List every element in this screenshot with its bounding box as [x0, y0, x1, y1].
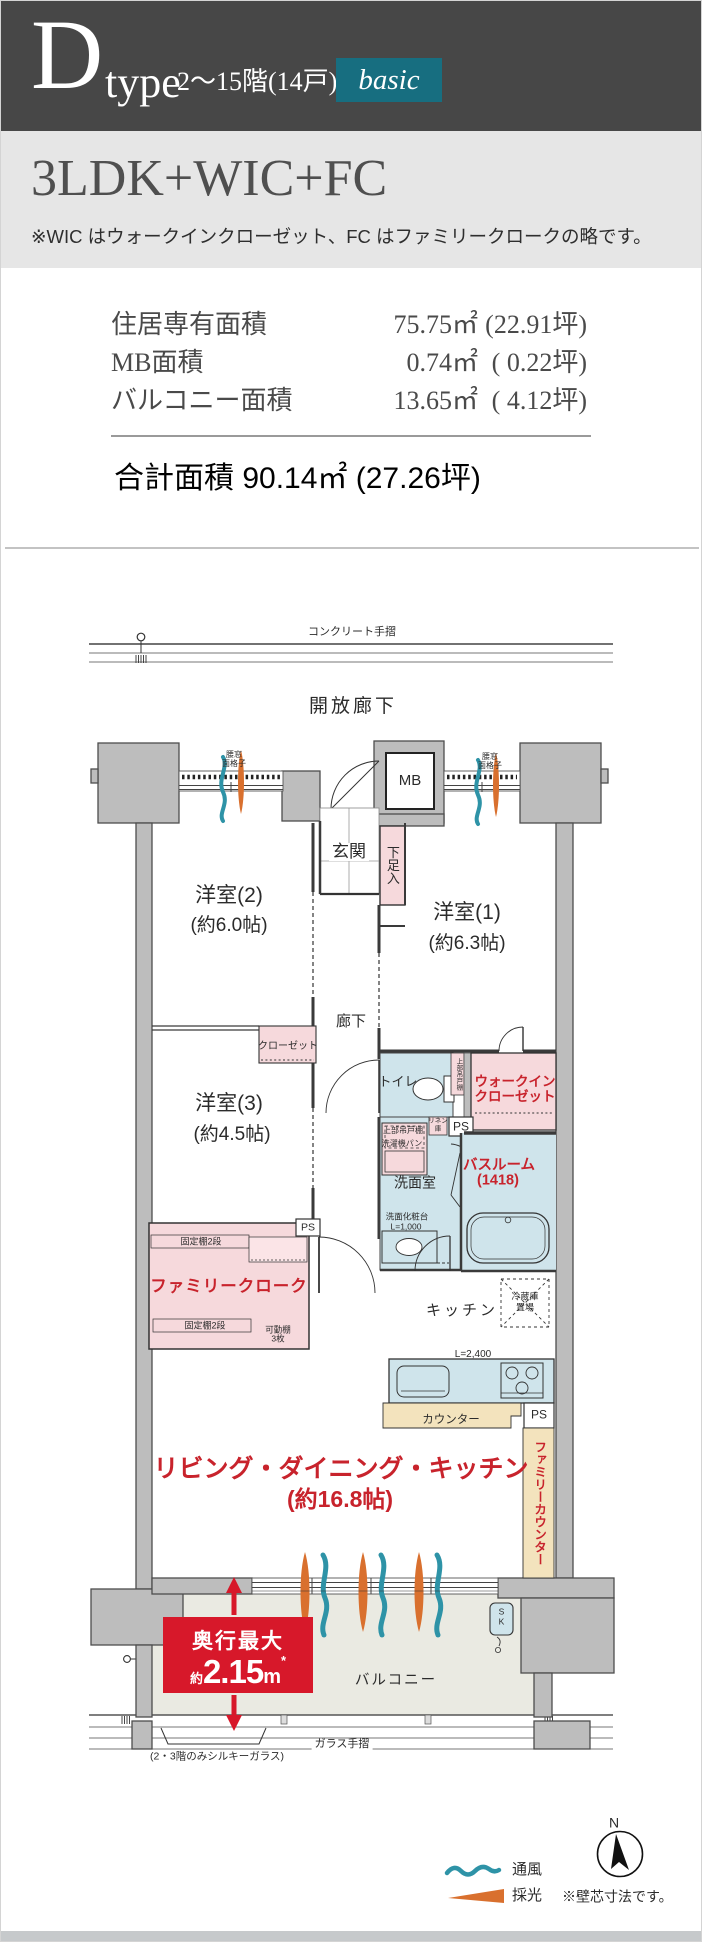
- layout-name: 3LDK+WIC+FC: [31, 150, 388, 207]
- area-row: バルコニー面積 13.65㎡ ( 4.12坪): [1, 383, 701, 419]
- movable-shelf-label: 可動棚: [265, 1324, 291, 1335]
- fixed-shelf-label: 固定棚2段: [180, 1236, 222, 1247]
- area-value: 0.74㎡: [406, 348, 478, 377]
- linen-label: 庫: [434, 1125, 442, 1133]
- plan-type-header: D type 2〜15階(14戸) basic: [1, 0, 701, 131]
- vanity-label: 洗面化粧台: [385, 1211, 429, 1222]
- depth-callout: 奥行最大 約2.15m*: [163, 1617, 313, 1693]
- kitchen-label: キッチン: [425, 1302, 499, 1320]
- wic-label: クローゼット: [474, 1088, 556, 1104]
- entrance-door: [330, 752, 435, 810]
- movable-shelf-label: 3枚: [271, 1333, 285, 1344]
- area-value: 13.65㎡: [393, 386, 478, 415]
- area-row: 住居専有面積 75.75㎡ (22.91坪): [1, 307, 701, 343]
- depth-label: 奥行最大: [192, 1630, 284, 1653]
- counter-length-label: L=2,400: [454, 1348, 492, 1360]
- lattice-note: 腰窓: [226, 749, 242, 759]
- area-label: バルコニー面積: [111, 386, 293, 415]
- floors-label: 2〜15階(14戸): [177, 67, 338, 96]
- section-divider: [5, 547, 699, 549]
- page-footer-bar: [1, 1931, 701, 1941]
- area-label: MB面積: [111, 348, 204, 377]
- fridge-label: 冷蔵庫: [511, 1291, 539, 1302]
- washer-pan-label: 洗濯機パン: [381, 1138, 423, 1148]
- sk-label: K: [498, 1616, 505, 1627]
- area-table: 住居専有面積 75.75㎡ (22.91坪) MB面積 0.74㎡ ( 0.22…: [1, 268, 701, 548]
- airflow-icon: [444, 1864, 502, 1877]
- ldk-size: (約16.8帖): [286, 1485, 394, 1512]
- lattice-note: 面格子: [478, 760, 502, 770]
- hallway-label: 廊下: [335, 1013, 367, 1031]
- toilet-label: トイレ: [378, 1074, 418, 1090]
- fridge-space: [500, 1278, 550, 1328]
- daylight-icon: [448, 1889, 504, 1903]
- family-cloak-label: ファミリークローク: [150, 1277, 308, 1296]
- layout-summary: 3LDK+WIC+FC ※WIC はウォークインクローゼット、FC はファミリー…: [1, 131, 701, 268]
- total-label: 合計面積: [114, 462, 234, 495]
- area-tsubo: ( 0.22坪): [491, 348, 587, 377]
- mb-box: [385, 752, 435, 810]
- total-area: 合計面積 90.14㎡ (27.26坪): [114, 453, 481, 497]
- area-label: 住居専有面積: [111, 310, 268, 339]
- glass-rail-label: ガラス手摺: [311, 1739, 373, 1751]
- closet-label: クローゼット: [258, 1040, 318, 1052]
- ps-label: PS: [300, 1221, 316, 1234]
- shoe-cabinet-label: 下足入: [384, 845, 400, 885]
- room3-size: (約4.5帖): [193, 1124, 271, 1146]
- interior: [148, 807, 557, 1654]
- open-corridor-label: 開放廊下: [308, 696, 398, 718]
- upper-cabinet-label: 上部吊戸棚: [454, 1057, 462, 1091]
- vanity-size: L=1,000: [390, 1221, 422, 1232]
- room2-label: 洋室(2): [195, 883, 263, 907]
- type-letter: D: [31, 0, 104, 110]
- daylight-label: 採光: [512, 1887, 543, 1905]
- ldk-label: リビング・ダイニング・キッチン: [153, 1454, 529, 1483]
- sk-label: S: [498, 1606, 505, 1617]
- north-label: N: [608, 1814, 620, 1831]
- area-row: MB面積 0.74㎡ ( 0.22坪): [1, 345, 701, 381]
- depth-value: 約2.15m*: [189, 1653, 287, 1690]
- airflow-label: 通風: [512, 1861, 543, 1879]
- top-rail-lines: [89, 632, 613, 663]
- linen-label: リネン: [428, 1117, 448, 1125]
- mb-label: MB: [398, 772, 422, 790]
- ps-label: PS: [530, 1407, 548, 1422]
- area-divider: [111, 435, 591, 437]
- top-rail-label: コンクリート手摺: [308, 626, 396, 639]
- bottom-windows: [251, 1577, 499, 1595]
- room1-label: 洋室(1): [433, 900, 501, 924]
- wic-label: ウォークイン: [474, 1073, 556, 1089]
- room2-size: (約6.0帖): [190, 915, 268, 937]
- basic-badge: basic: [336, 58, 442, 102]
- legend-icons: [444, 1830, 644, 1903]
- balcony-label: バルコニー: [354, 1672, 438, 1689]
- type-word: type: [105, 58, 181, 107]
- area-tsubo: (22.91坪): [485, 310, 587, 339]
- room1-size: (約6.3帖): [428, 933, 506, 955]
- room3-label: 洋室(3): [195, 1091, 263, 1115]
- airflow-daylight-icons: [219, 750, 499, 1638]
- fridge-label: 置場: [515, 1302, 535, 1313]
- bathroom-label: バスルーム: [462, 1157, 536, 1174]
- upper-cabinet-label: 上部吊戸棚: [383, 1125, 423, 1135]
- lattice-note: 腰窓: [482, 751, 498, 761]
- layout-note: ※WIC はウォークインクローゼット、FC はファミリークロークの略です。: [31, 226, 652, 247]
- wall-dimension-note: ※壁芯寸法です。: [562, 1888, 673, 1905]
- entrance-label: 玄関: [329, 843, 369, 861]
- counter-label: カウンター: [422, 1413, 480, 1426]
- bathroom-size: (1418): [477, 1172, 519, 1189]
- washroom-label: 洗面室: [394, 1174, 436, 1191]
- glass-note-label: (2・3階のみシルキーガラス): [150, 1750, 284, 1763]
- depth-arrow: [226, 1577, 242, 1731]
- compass-icon: [596, 1830, 644, 1878]
- area-value: 75.75㎡: [393, 310, 478, 339]
- family-counter-label: ファミリーカウンター: [532, 1440, 547, 1566]
- lattice-note: 面格子: [222, 758, 246, 768]
- area-tsubo: ( 4.12坪): [491, 386, 587, 415]
- top-windows: [178, 770, 521, 792]
- fixed-shelf-label: 固定棚2段: [184, 1320, 226, 1331]
- ps-label: PS: [452, 1119, 470, 1134]
- total-value: 90.14㎡ (27.26坪): [242, 462, 481, 495]
